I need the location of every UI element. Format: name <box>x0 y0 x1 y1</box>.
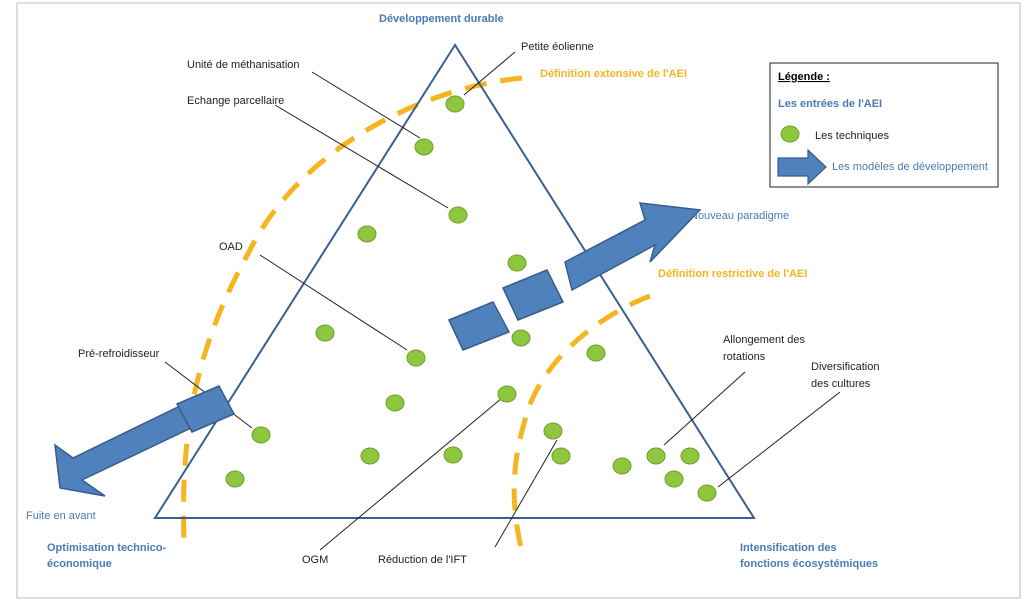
allongement-label-line2: rotations <box>723 351 766 363</box>
technique-dot <box>443 446 463 464</box>
legend-model-arrow <box>777 148 827 186</box>
right-arrow-segment-3 <box>447 301 511 351</box>
connector-eolienne <box>463 51 516 96</box>
oad-label: OAD <box>219 241 243 253</box>
right-arrow-segment-2 <box>501 269 565 321</box>
connector-ogm <box>319 397 503 551</box>
connector-oad <box>259 254 408 351</box>
technique-dot <box>360 447 380 465</box>
connector-diversification <box>717 391 841 488</box>
technique-dot <box>612 457 632 475</box>
ogm-label: OGM <box>302 554 328 566</box>
right-arrow-group <box>175 202 702 433</box>
legend-title: Légende : <box>778 71 830 83</box>
development-triangle <box>153 43 756 519</box>
technique-dot <box>551 447 571 465</box>
vertex-top-label: Développement durable <box>379 13 504 25</box>
legend-subtitle: Les entrées de l'AEI <box>778 98 882 110</box>
connector-echange <box>274 104 449 209</box>
legend-models-label: Les modèles de développement <box>832 161 988 173</box>
technique-dot <box>414 138 434 156</box>
technique-dot <box>507 254 527 272</box>
vertex-bottom-right-label-line1: Intensification des <box>740 542 837 554</box>
frame-border <box>16 2 1021 599</box>
legend-technique-dot <box>780 125 800 143</box>
diversification-label-line2: des cultures <box>811 378 871 390</box>
extensive-definition-label: Définition extensive de l'AEI <box>540 68 687 80</box>
connector-lines <box>164 51 841 551</box>
technique-dot <box>448 206 468 224</box>
extensive-definition-curve <box>181 75 523 541</box>
technique-dot <box>406 349 426 367</box>
left-arrow-body <box>54 402 213 497</box>
left-arrow-segment-box <box>175 385 236 433</box>
echange-label: Echange parcellaire <box>187 95 284 107</box>
technique-dot <box>357 225 377 243</box>
escape-forward-label: Fuite en avant <box>26 510 96 522</box>
technique-dot <box>497 385 517 403</box>
technique-dot <box>646 447 666 465</box>
allongement-label-line1: Allongement des <box>723 334 805 346</box>
technique-dot <box>586 344 606 362</box>
technique-dot <box>511 329 531 347</box>
legend-techniques-label: Les techniques <box>815 130 889 142</box>
restrictive-definition-curve <box>511 293 651 553</box>
technique-dot <box>251 426 271 444</box>
methanisation-label: Unité de méthanisation <box>187 59 300 71</box>
connector-allongement <box>663 371 746 446</box>
new-paradigm-label: Nouveau paradigme <box>690 210 789 222</box>
connector-methanisation <box>311 71 421 139</box>
vertex-bottom-left-label-line2: économique <box>47 558 112 570</box>
technique-dot <box>543 422 563 440</box>
diversification-label-line1: Diversification <box>811 361 879 373</box>
technique-dot <box>225 470 245 488</box>
restrictive-definition-label: Définition restrictive de l'AEI <box>658 268 807 280</box>
vertex-bottom-right-label-line2: fonctions écosystémiques <box>740 558 878 570</box>
technique-dot <box>385 394 405 412</box>
prerefroidisseur-label: Pré-refroidisseur <box>78 348 160 360</box>
technique-dots <box>225 95 717 502</box>
technique-dot <box>664 470 684 488</box>
right-arrow-head-body <box>564 202 702 292</box>
technique-dot <box>315 324 335 342</box>
technique-dot <box>697 484 717 502</box>
eolienne-label: Petite éolienne <box>521 41 594 53</box>
legend: Légende : Les entrées de l'AEI Les techn… <box>769 62 999 188</box>
vertex-bottom-left-label-line1: Optimisation technico- <box>47 542 167 554</box>
technique-dot <box>445 95 465 113</box>
left-arrow-group <box>54 402 213 497</box>
connector-ift <box>494 439 558 548</box>
ift-label: Réduction de l'IFT <box>378 554 467 566</box>
technique-dot <box>680 447 700 465</box>
